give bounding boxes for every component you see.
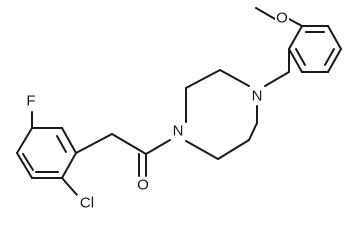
atom-n-aryl: N — [252, 88, 263, 105]
bond-aryl-cl — [61, 177, 78, 196]
bond-n-carbonyl — [145, 139, 171, 155]
bond-pip-2 — [185, 69, 221, 89]
bond-ring-b-3 — [327, 48, 342, 73]
bond-ring-a-double-1 — [56, 135, 67, 153]
bond-pip-1 — [219, 69, 250, 87]
bond-pip-5 — [217, 139, 250, 160]
bond-ring-a-1 — [61, 127, 77, 154]
bond-pip-6b — [248, 122, 258, 141]
bond-ring-a-6 — [61, 152, 77, 179]
atom-o-carbonyl: O — [137, 177, 149, 194]
atom-cl: Cl — [80, 195, 94, 212]
bond-ring-b-double-2 — [324, 48, 335, 66]
bond-ring-a-3 — [16, 127, 33, 154]
bond-pip-4 — [185, 140, 219, 160]
atom-f: F — [26, 93, 35, 110]
bond-o-aryl — [288, 18, 303, 27]
bond-ring-b-double-3 — [295, 48, 306, 66]
bond-aryl-n — [264, 71, 290, 87]
bond-ring-b-5 — [288, 48, 303, 73]
bond-ring-b-2 — [327, 25, 342, 50]
atom-labels: O N N F O Cl — [25, 10, 289, 212]
bond-methyl-o — [255, 7, 276, 20]
atom-o-methoxy: O — [276, 10, 288, 27]
chemical-structure: O N N F O Cl — [16, 7, 342, 212]
bond-carbonyl-ch2 — [111, 133, 147, 155]
bond-ring-b-6 — [288, 25, 303, 50]
atom-n-amide: N — [173, 123, 184, 140]
bond-ch2-aryl — [75, 133, 113, 154]
bond-ring-a-double-2 — [22, 153, 34, 171]
bonds — [16, 7, 342, 196]
bond-ring-a-4 — [16, 152, 33, 179]
